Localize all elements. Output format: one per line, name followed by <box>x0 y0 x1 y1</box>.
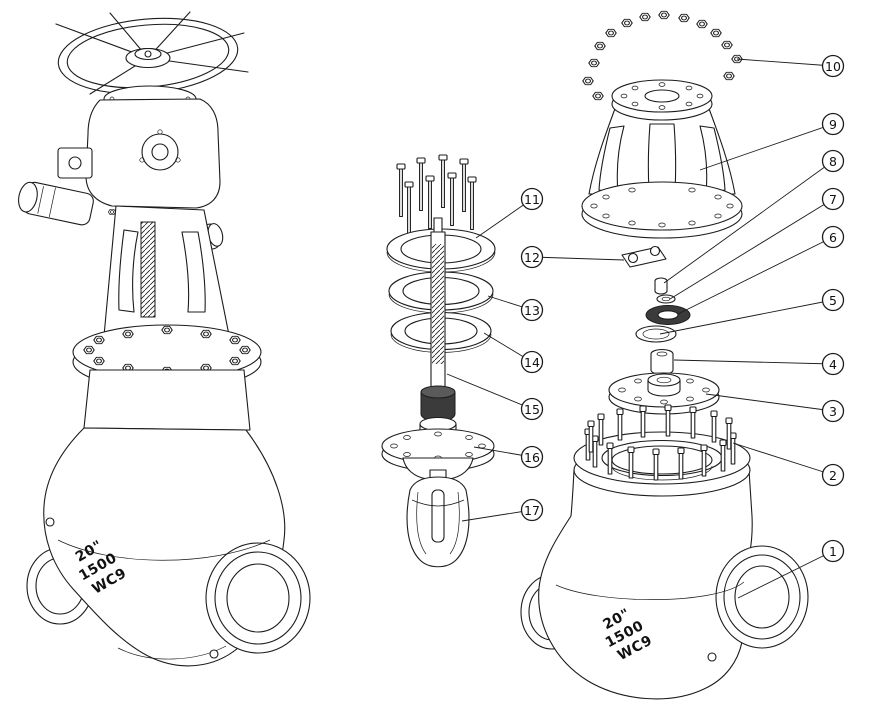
callout-number: 14 <box>524 355 540 370</box>
callout-balloon <box>520 350 544 374</box>
callout-leader-line <box>475 198 533 239</box>
handwheel <box>55 11 249 95</box>
stem-sleeve-4 <box>650 348 674 376</box>
callout-leader-line <box>461 509 533 522</box>
limit-switch-box <box>57 147 93 179</box>
stem-threads <box>432 244 444 364</box>
callout-balloon <box>520 298 544 322</box>
weld-end-left-big <box>205 542 311 654</box>
packing-ring-5 <box>635 325 677 343</box>
callout-leader-line <box>705 393 834 412</box>
yoke-adapter-9 <box>581 79 743 239</box>
callout-2: 2 <box>732 442 845 487</box>
callout-6: 6 <box>677 225 845 315</box>
callout-number: 17 <box>524 503 540 518</box>
callout-3: 3 <box>705 393 845 423</box>
callout-16: 16 <box>473 445 544 469</box>
callout-balloon <box>821 112 845 136</box>
callout-number: 4 <box>829 357 837 372</box>
callout-13: 13 <box>487 295 544 322</box>
stem-threads-left <box>140 221 156 318</box>
callout-number: 6 <box>829 230 837 245</box>
callout-7: 7 <box>669 187 845 300</box>
yoke-left <box>103 205 231 341</box>
stem-bearing-6 <box>645 305 691 325</box>
exploded-middle-column <box>381 154 496 568</box>
callout-number: 11 <box>524 192 540 207</box>
assembled-valve: 20" 1500 WC9 <box>18 11 311 667</box>
callout-number: 10 <box>825 59 841 74</box>
callout-number: 15 <box>524 402 540 417</box>
callout-balloon <box>520 445 544 469</box>
callout-number: 9 <box>829 117 837 132</box>
callout-15: 15 <box>446 373 544 421</box>
svg-text:20" 1500 W: 20" 1500 WC9 <box>595 600 659 666</box>
callout-balloon <box>821 463 845 487</box>
valve-stem <box>420 217 456 422</box>
callout-balloon <box>821 187 845 211</box>
actuator-cylinder-left <box>18 181 94 226</box>
callout-number: 3 <box>829 404 837 419</box>
callout-12: 12 <box>520 245 625 269</box>
callout-leader-line <box>531 256 625 261</box>
callout-number: 5 <box>829 293 837 308</box>
callout-leader-line <box>659 299 834 335</box>
callout-number: 13 <box>524 303 540 318</box>
callout-number: 16 <box>524 450 540 465</box>
callout-leader-line <box>669 198 834 300</box>
callout-number: 7 <box>829 192 837 207</box>
callout-leader-line <box>737 550 834 599</box>
callout-balloon <box>821 54 845 78</box>
callout-number: 2 <box>829 468 837 483</box>
callout-balloon <box>520 498 544 522</box>
callout-balloon <box>821 288 845 312</box>
thrust-washer-7 <box>656 294 676 304</box>
callout-number: 12 <box>524 250 540 265</box>
callout-balloon <box>821 352 845 376</box>
callout-balloon <box>520 397 544 421</box>
callout-leader-line <box>677 236 834 315</box>
callout-10: 10 <box>736 54 845 78</box>
body-marking-right: 20" 1500 WC9 <box>595 600 659 666</box>
bonnet-16 <box>381 416 495 480</box>
valve-body-1: 20" 1500 WC9 <box>520 404 809 700</box>
callout-leader-line <box>446 373 533 410</box>
callout-8: 8 <box>663 149 845 284</box>
callout-balloon <box>821 149 845 173</box>
gland-flange-3 <box>608 372 720 415</box>
callout-leader-line <box>732 442 834 476</box>
callout-balloon <box>821 225 845 249</box>
valve-body-left: 20" 1500 WC9 <box>26 369 311 667</box>
callout-leader-line <box>673 359 834 365</box>
callout-4: 4 <box>673 352 845 376</box>
callout-balloon <box>520 187 544 211</box>
callout-balloon <box>821 399 845 423</box>
weld-end-right-big <box>715 545 809 649</box>
wedge-gate-17 <box>406 469 470 568</box>
callout-leader-line <box>699 123 834 171</box>
callout-17: 17 <box>461 498 544 522</box>
callout-9: 9 <box>699 112 845 171</box>
callout-number: 8 <box>829 154 837 169</box>
callout-balloon <box>520 245 544 269</box>
callout-11: 11 <box>475 187 544 239</box>
stem-clamp-12 <box>621 245 667 268</box>
callout-number: 1 <box>829 544 837 559</box>
callout-5: 5 <box>659 288 845 335</box>
stem-pin-8 <box>654 277 668 295</box>
backseat-bushing <box>420 385 456 399</box>
callout-1: 1 <box>737 539 845 599</box>
exploded-right-column: 20" 1500 WC9 <box>520 10 809 700</box>
callout-balloon <box>821 539 845 563</box>
callout-leader-line <box>663 160 834 284</box>
callout-leader-line <box>736 58 834 67</box>
callout-14: 14 <box>483 332 544 374</box>
